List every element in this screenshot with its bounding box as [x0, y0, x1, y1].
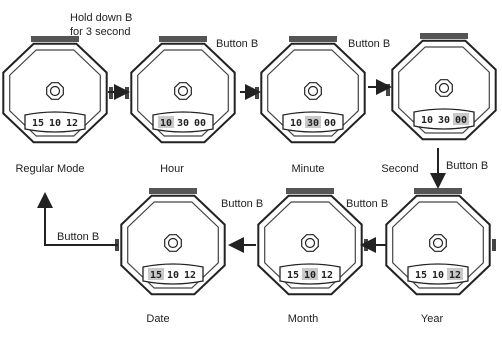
digit-group-1: 10 [290, 118, 302, 129]
strap-top [414, 188, 462, 194]
watch-3: 10 30 00 [255, 36, 366, 144]
digit-group-3: 00 [455, 115, 467, 126]
digit-group-1: 15 [287, 270, 299, 281]
mode-label: Second [381, 163, 418, 175]
center-knob-cap [432, 237, 444, 249]
watch-2: 10 30 00 [125, 36, 236, 144]
watch-6: 15 10 12 [257, 188, 368, 296]
display-window [279, 263, 341, 285]
watch-1: 15 10 12 [2, 36, 113, 144]
digit-highlight [148, 268, 164, 280]
button-b-labels: Button B Button B Button B Button B Butt… [57, 38, 488, 243]
digit-group-1: 15 [32, 118, 44, 129]
hold-note-line-1: Hold down B [70, 12, 132, 24]
digit-highlight [158, 116, 174, 128]
button-b-crown [386, 84, 390, 96]
digit-group-2: 30 [307, 118, 319, 129]
display-window [142, 263, 204, 285]
strap-top [420, 33, 468, 39]
digit-highlight [453, 113, 469, 125]
digit-group-1: 15 [415, 270, 427, 281]
strap-top [286, 188, 334, 194]
button-b-crown [492, 239, 496, 251]
center-knob-cap [307, 85, 319, 97]
strap-top [159, 36, 207, 42]
display-window [24, 111, 86, 133]
mode-label: Year [421, 313, 444, 325]
mode-label: Date [146, 313, 169, 325]
center-knob-cap [438, 82, 450, 94]
digit-group-2: 10 [167, 270, 179, 281]
watch-7: 15 10 12 [115, 188, 226, 296]
digit-highlight [447, 268, 463, 280]
digit-group-2: 10 [304, 270, 316, 281]
display-window [152, 111, 214, 133]
mode-label: Regular Mode [15, 163, 84, 175]
digit-group-1: 10 [160, 118, 172, 129]
button-b-label-1: Button B [216, 38, 258, 50]
center-knob-cap [167, 237, 179, 249]
digit-group-3: 12 [184, 270, 196, 281]
digit-highlight [305, 116, 321, 128]
mode-label: Hour [160, 163, 184, 175]
digit-group-3: 00 [324, 118, 336, 129]
mode-label: Month [288, 313, 319, 325]
button-b-label-5: Button B [346, 198, 388, 210]
watch-5: 15 10 12 [385, 188, 496, 296]
digit-group-3: 00 [194, 118, 206, 129]
flow-arrows [37, 79, 446, 253]
digit-group-1: 10 [421, 115, 433, 126]
button-b-label-2: Button B [348, 38, 390, 50]
button-b-label-4: Button B [221, 198, 263, 210]
center-knob-cap [177, 85, 189, 97]
display-window [413, 108, 475, 130]
digit-group-2: 30 [177, 118, 189, 129]
button-b-label-6: Button B [57, 231, 99, 243]
center-knob-cap [49, 85, 61, 97]
display-window [407, 263, 469, 285]
watch-4: 10 30 00 [386, 33, 497, 141]
digit-group-3: 12 [66, 118, 78, 129]
hold-note-line-2: for 3 second [70, 26, 131, 38]
center-knob-cap [304, 237, 316, 249]
button-b-label-3: Button B [446, 160, 488, 172]
digit-group-2: 30 [438, 115, 450, 126]
mode-label: Minute [291, 163, 324, 175]
digit-group-2: 10 [49, 118, 61, 129]
strap-top [31, 36, 79, 42]
digit-group-1: 15 [150, 270, 162, 281]
display-window [282, 111, 344, 133]
digit-highlight [302, 268, 318, 280]
strap-top [149, 188, 197, 194]
arrow-date-to-regular [37, 192, 118, 246]
strap-top [289, 36, 337, 42]
digit-group-3: 12 [449, 270, 461, 281]
digit-group-3: 12 [321, 270, 333, 281]
digit-group-2: 10 [432, 270, 444, 281]
